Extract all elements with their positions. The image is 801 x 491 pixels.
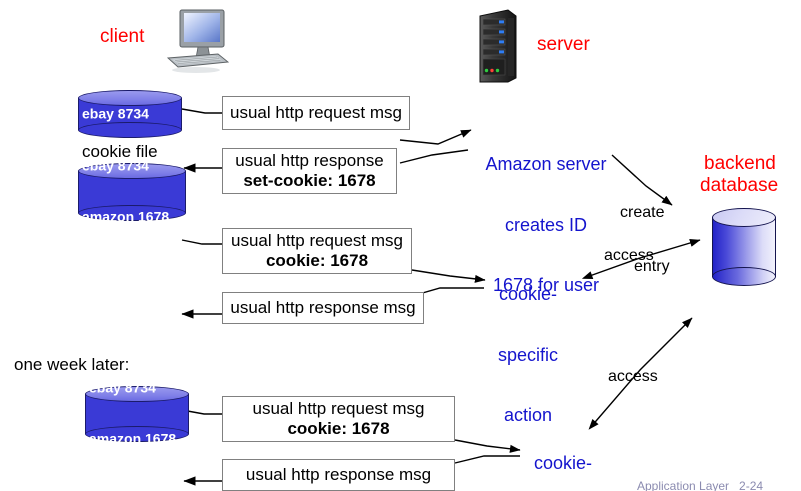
- backend-database-label-line2: database: [700, 175, 779, 196]
- message-box-2: usual http response set-cookie: 1678: [222, 148, 397, 194]
- message-box-3: usual http request msg cookie: 1678: [222, 228, 412, 274]
- one-week-later-label: one week later:: [14, 355, 130, 374]
- message-box-3-line2: cookie: 1678: [265, 251, 369, 270]
- message-box-2-line2: set-cookie: 1678: [243, 171, 376, 190]
- message-box-5-line2: cookie: 1678: [287, 419, 390, 438]
- create-entry-line2: entry: [634, 257, 670, 275]
- access-label-lower: access: [608, 368, 658, 385]
- line-cookiefile3-to-msg5: [181, 409, 222, 415]
- cookie-file-2-text: ebay 8734 amazon 1678: [82, 124, 184, 261]
- cookie-file-1-text: ebay 8734: [82, 105, 149, 122]
- line-cookie-action2-to-msg6: [454, 455, 520, 464]
- client-label: client: [100, 26, 145, 47]
- arrow-msg5-to-cookie-action2: [454, 439, 521, 453]
- arrow-create-entry-to-database: [611, 154, 673, 206]
- line-cookiefile1-to-msg1: [181, 108, 222, 114]
- cookie-file-2: ebay 8734 amazon 1678: [78, 158, 186, 225]
- message-box-6-line1: usual http response msg: [245, 465, 432, 484]
- cookie-action1-line2: specific: [497, 344, 559, 365]
- server-label: server: [537, 34, 590, 55]
- message-box-4-line1: usual http response msg: [230, 298, 416, 317]
- cookie-file-3-line1: ebay 8734: [89, 379, 156, 396]
- cookie-specific-action-2: cookie- specific action: [521, 413, 605, 491]
- slide-footer-note: Application Layer 2-24: [637, 479, 764, 491]
- server-action-line3: 1678 for user: [492, 275, 600, 296]
- backend-database-label-line1: backend: [704, 153, 776, 174]
- server-action-line2: creates ID: [504, 214, 588, 235]
- cookie-file-3-text: ebay 8734 amazon 1678: [89, 346, 187, 483]
- message-box-6: usual http response msg: [222, 459, 455, 491]
- cookie-specific-action-1: cookie- specific action: [486, 244, 570, 466]
- arrow-msg1-to-server-action: [399, 129, 472, 145]
- arrow-msg3-to-cookie-action1: [411, 269, 486, 283]
- message-box-1-line1: usual http request msg: [230, 103, 402, 122]
- message-box-5: usual http request msg cookie: 1678: [222, 396, 455, 442]
- server-action-annotation: Amazon server creates ID 1678 for user: [471, 114, 621, 336]
- cookie-action1-line1: cookie-: [498, 284, 558, 305]
- cookie-file-2-line1: ebay 8734: [82, 157, 149, 174]
- create-entry-line1: create: [620, 203, 665, 221]
- message-box-1: usual http request msg: [222, 96, 410, 130]
- cookie-file-caption: cookie file: [82, 142, 158, 161]
- line-server-to-msg2: [399, 149, 469, 164]
- server-tower-icon: [474, 8, 522, 84]
- cookie-file-3-line2: amazon 1678: [89, 431, 177, 448]
- create-entry-annotation: create entry: [620, 168, 670, 311]
- message-box-5-line1: usual http request msg: [252, 399, 425, 418]
- line-client-to-msg3: [181, 239, 222, 245]
- desktop-computer-icon: [160, 8, 232, 78]
- cookie-file-3: ebay 8734 amazon 1678: [85, 380, 189, 447]
- server-action-line1: Amazon server: [485, 154, 607, 175]
- message-box-3-line1: usual http request msg: [231, 231, 403, 250]
- access-label-upper: access: [604, 247, 654, 264]
- arrow-access-lower: [588, 317, 693, 430]
- message-box-2-line1: usual http response: [235, 151, 384, 170]
- cookie-file-1: ebay 8734: [78, 90, 182, 138]
- arrow-access-upper: [581, 239, 701, 279]
- cookie-action2-line1: cookie-: [533, 453, 593, 474]
- cookie-file-2-line2: amazon 1678: [82, 209, 170, 226]
- cookie-action1-line3: action: [503, 405, 553, 426]
- message-box-4: usual http response msg: [222, 292, 424, 324]
- database-cylinder-icon: [712, 208, 776, 286]
